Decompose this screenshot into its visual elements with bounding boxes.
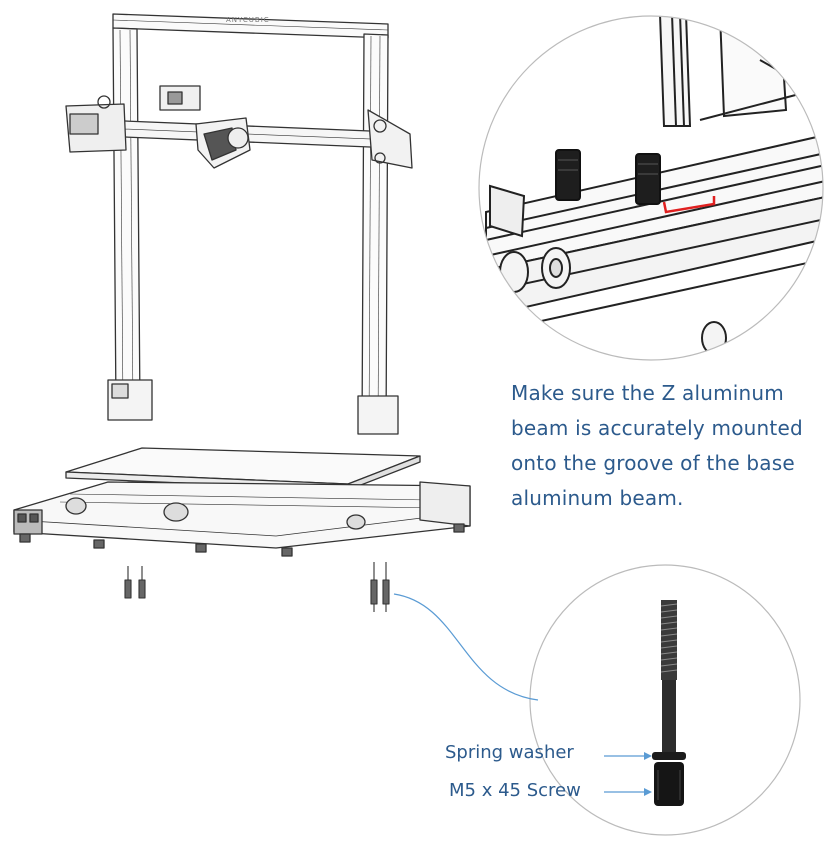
groove-detail-zoom <box>478 15 824 361</box>
instruction-line: onto the groove of the base <box>511 451 795 475</box>
instruction-line: aluminum beam. <box>511 486 684 510</box>
x-gantry <box>65 85 413 169</box>
screw-detail-zoom <box>529 564 801 836</box>
instruction-line: Make sure the Z aluminum <box>511 381 784 405</box>
alignment-instruction: Make sure the Z aluminum beam is accurat… <box>511 376 831 516</box>
left-z-column <box>107 27 153 421</box>
right-z-column <box>357 33 399 435</box>
mounting-screws <box>124 562 390 612</box>
groove-highlight <box>662 196 716 214</box>
base-frame <box>13 481 471 557</box>
printer-logo: ANYCUBIC <box>226 16 270 24</box>
instruction-line: beam is accurately mounted <box>511 416 803 440</box>
spring-washer-label: Spring washer <box>445 742 574 763</box>
screw-size-label: M5 x 45 Screw <box>449 780 581 801</box>
printer-drawing: ANYCUBIC <box>13 13 471 612</box>
leader-line <box>393 593 539 701</box>
top-beam: ANYCUBIC <box>112 13 389 39</box>
